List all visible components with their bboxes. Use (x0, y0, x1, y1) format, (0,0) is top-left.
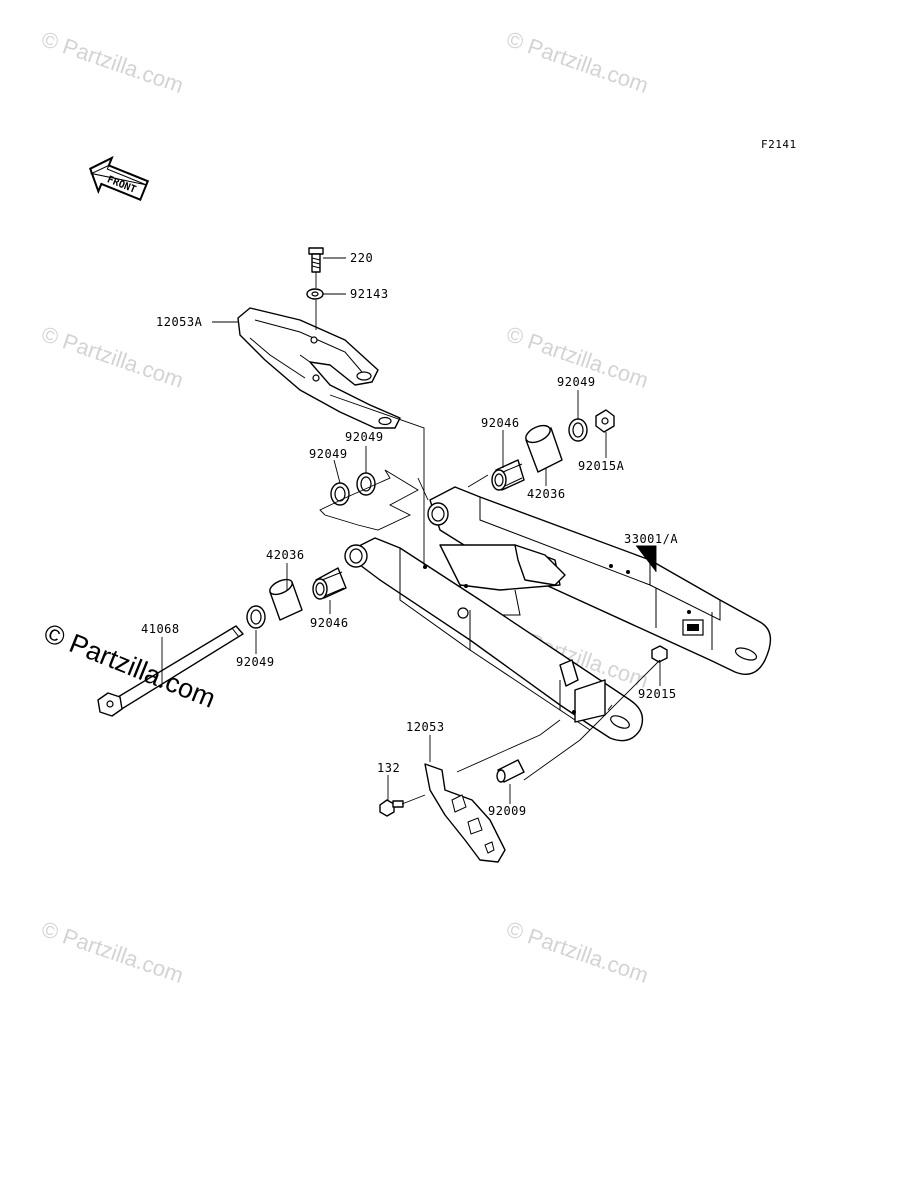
nut-92015 (651, 645, 668, 663)
callouts: 220 92143 12053A 92049 92049 92046 92049… (141, 251, 678, 818)
watermark: © Partzilla.com (38, 916, 186, 988)
bearing-92046-right (491, 459, 525, 491)
collar-42036-left (269, 578, 303, 621)
callout-92049: 92049 (309, 447, 348, 461)
callout-92049: 92049 (236, 655, 275, 669)
callout-92143: 92143 (350, 287, 389, 301)
chain-slider-lower (424, 763, 506, 863)
callout-12053: 12053 (406, 720, 445, 734)
figure-code: F2141 (761, 138, 797, 151)
watermark: © Partzilla.com (38, 26, 186, 98)
callout-33001A: 33001/A (624, 532, 678, 546)
front-arrow-icon: FRONT (89, 155, 150, 201)
watermark: © Partzilla.com (503, 916, 651, 988)
watermark: © Partzilla.com (38, 321, 186, 393)
callout-12053A: 12053A (156, 315, 203, 329)
pivot-shaft-41068 (97, 625, 244, 717)
bolt-132 (379, 799, 404, 817)
callout-92049: 92049 (345, 430, 384, 444)
callout-92049: 92049 (557, 375, 596, 389)
seal-92049-left-c (246, 605, 266, 629)
collar-92009 (496, 759, 525, 783)
callout-92046: 92046 (310, 616, 349, 630)
callout-92015: 92015 (638, 687, 677, 701)
chain-guide-upper (237, 307, 401, 429)
nut-92015A (595, 409, 615, 433)
collar-42036-right (525, 424, 563, 473)
callout-92015A: 92015A (578, 459, 625, 473)
bearing-92046-left (312, 567, 347, 600)
watermark-layer: © Partzilla.com © Partzilla.com © Partzi… (38, 26, 651, 988)
callout-92046: 92046 (481, 416, 520, 430)
watermark: © Partzilla.com (503, 26, 651, 98)
seal-92049-left-a (330, 482, 350, 506)
washer-92143 (306, 288, 324, 300)
bolt-220 (308, 247, 324, 273)
callout-42036: 42036 (527, 487, 566, 501)
callout-220: 220 (350, 251, 373, 265)
seal-92049-right (568, 418, 588, 442)
swing-arm (344, 486, 772, 742)
callout-41068: 41068 (141, 622, 180, 636)
leader-lines (315, 272, 661, 805)
callout-42036: 42036 (266, 548, 305, 562)
callout-92009: 92009 (488, 804, 527, 818)
callout-132: 132 (377, 761, 400, 775)
